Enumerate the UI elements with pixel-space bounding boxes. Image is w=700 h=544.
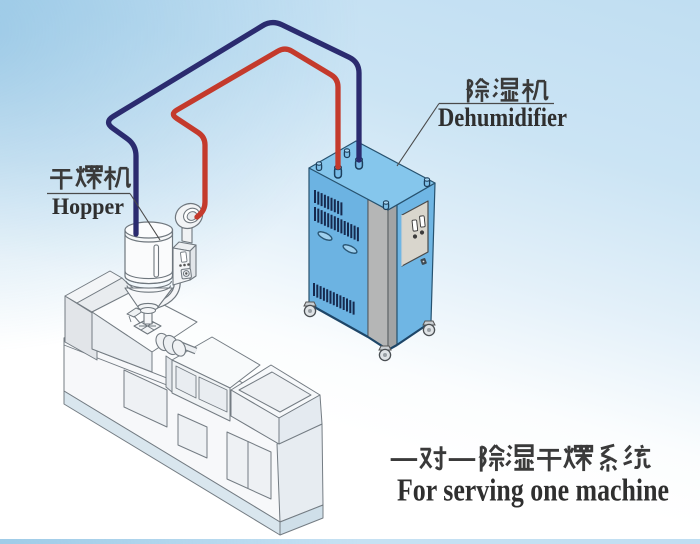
svg-text:For serving one machine: For serving one machine <box>397 472 669 508</box>
svg-text:Dehumidifier: Dehumidifier <box>438 102 567 132</box>
svg-text:Hopper: Hopper <box>52 194 124 220</box>
